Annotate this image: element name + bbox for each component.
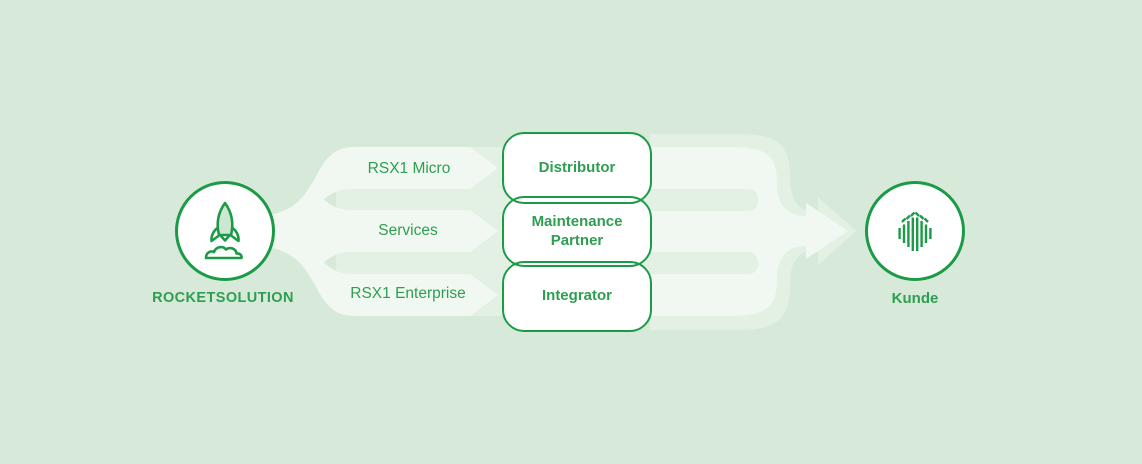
rocketsolution-node bbox=[175, 181, 275, 281]
box-integrator: Integrator bbox=[502, 261, 652, 332]
box-label: Distributor bbox=[538, 158, 616, 176]
kunde-node bbox=[865, 181, 965, 281]
merge-gap-top bbox=[646, 189, 758, 211]
rocket-icon bbox=[204, 201, 243, 260]
box-fill-distributor bbox=[502, 132, 652, 204]
branch-label-services: Services bbox=[378, 222, 438, 239]
kunde-label: Kunde bbox=[891, 290, 939, 307]
box-maintenance-partner: Maintenance Partner bbox=[502, 196, 652, 267]
branch-label-rsx1-enterprise: RSX1 Enterprise bbox=[350, 285, 466, 302]
buildings-icon bbox=[898, 211, 932, 251]
box-label: Integrator bbox=[541, 287, 612, 305]
box-fill-integrator bbox=[502, 261, 652, 332]
rocketsolution-label: ROCKETSOLUTION bbox=[152, 290, 294, 306]
box-fill-maintenance-partner bbox=[502, 196, 652, 267]
box-distributor: Distributor bbox=[502, 132, 652, 204]
fork-band bbox=[258, 147, 498, 316]
merge-gap-bottom bbox=[646, 252, 758, 274]
branch-label-rsx1-micro: RSX1 Micro bbox=[367, 160, 451, 177]
box-label: Maintenance Partner bbox=[531, 212, 623, 249]
